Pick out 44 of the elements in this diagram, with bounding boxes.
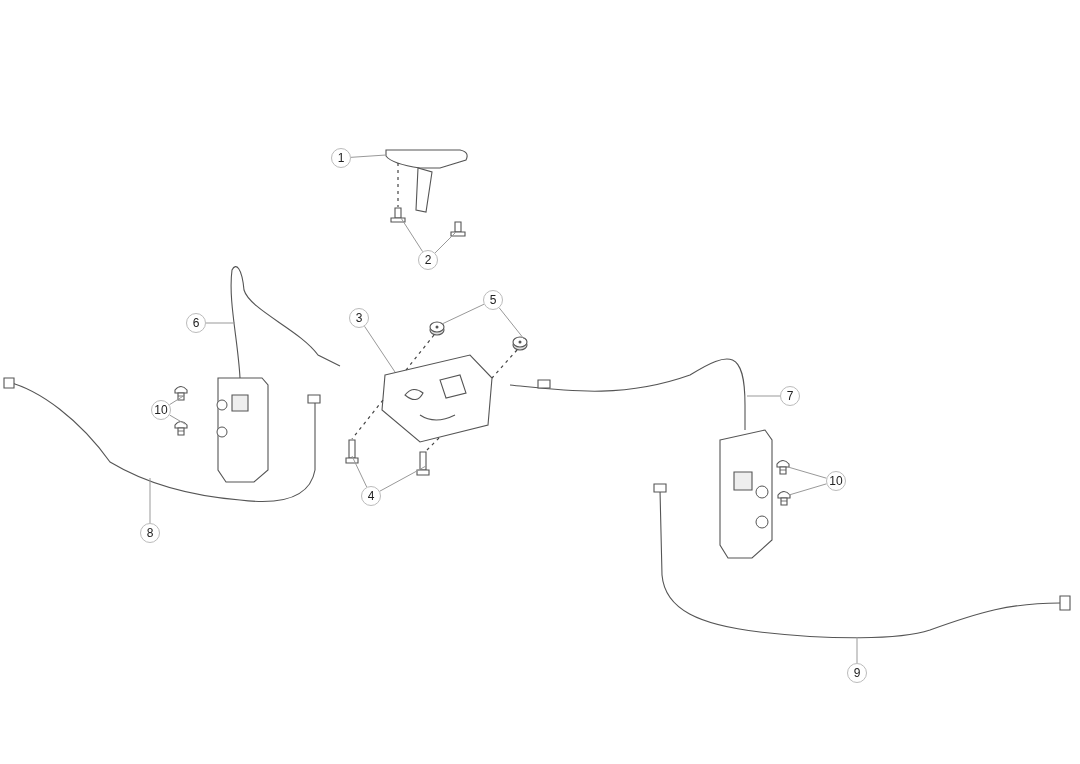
leader-line xyxy=(434,231,457,254)
leader-line xyxy=(856,636,858,664)
alignment-line xyxy=(351,399,384,440)
bolt-icon xyxy=(416,451,430,476)
leader-line xyxy=(441,303,485,325)
bolt-icon xyxy=(345,439,359,464)
right-actuator-drawing xyxy=(509,358,773,559)
alignment-line xyxy=(491,349,518,379)
callout-number: 10 xyxy=(826,471,846,491)
leader-line xyxy=(498,307,525,340)
leader-line xyxy=(746,395,781,397)
leader-line xyxy=(205,322,236,324)
callout-number: 5 xyxy=(483,290,503,310)
rubber-stop-icon xyxy=(429,321,445,336)
bracket-drawing xyxy=(385,149,468,213)
alignment-line xyxy=(397,162,399,208)
alignment-line xyxy=(425,437,440,452)
leader-line xyxy=(149,477,151,524)
hood-latch-drawing xyxy=(381,354,493,443)
leader-line xyxy=(169,414,186,425)
leader-line xyxy=(169,394,186,406)
rubber-stop-icon xyxy=(512,336,528,351)
callout-number: 1 xyxy=(331,148,351,168)
screw-icon xyxy=(450,221,466,237)
leader-line xyxy=(351,455,368,488)
leader-line xyxy=(364,325,396,373)
release-cable-drawing xyxy=(653,483,1071,639)
alignment-line xyxy=(405,334,435,371)
callout-number: 3 xyxy=(349,308,369,328)
screw-icon xyxy=(390,207,406,223)
left-actuator-drawing xyxy=(216,266,341,483)
leader-line xyxy=(400,217,424,253)
callout-number: 4 xyxy=(361,486,381,506)
callout-number: 8 xyxy=(140,523,160,543)
release-cable-drawing xyxy=(3,377,321,502)
callout-number: 2 xyxy=(418,250,438,270)
leader-line xyxy=(787,466,827,479)
leader-line xyxy=(379,465,427,492)
callout-number: 9 xyxy=(847,663,867,683)
leader-line xyxy=(350,154,387,158)
screw-icon xyxy=(776,459,790,475)
callout-number: 6 xyxy=(186,313,206,333)
leader-line xyxy=(788,483,827,496)
callout-number: 7 xyxy=(780,386,800,406)
